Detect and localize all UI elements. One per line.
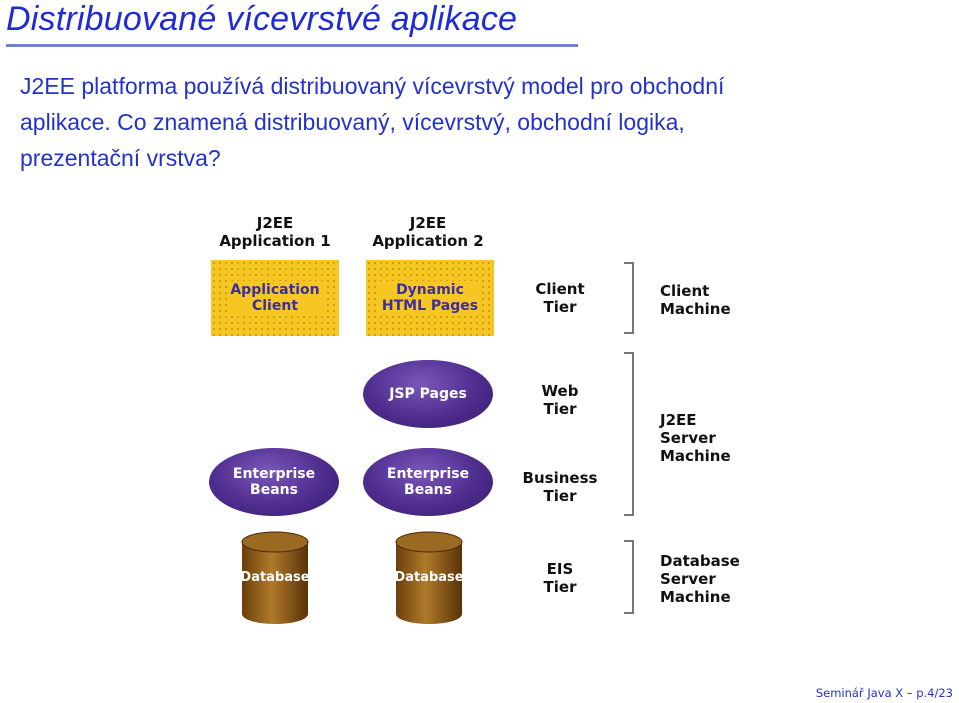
dynamic-html-pages-box: Dynamic HTML Pages	[366, 260, 494, 336]
machine-label-line: Machine	[660, 588, 731, 606]
client-machine-bracket	[624, 262, 634, 334]
tier-label-line: Tier	[543, 578, 577, 596]
machine-label-line: Client	[660, 282, 710, 300]
tier-label-line: Tier	[543, 298, 577, 316]
machine-label-line: Database	[660, 552, 740, 570]
eis-tier-label: EIS Tier	[520, 560, 600, 596]
application-1-heading: J2EE Application 1	[211, 214, 339, 250]
oval-label: Enterprise Beans	[387, 466, 469, 498]
application-heading-line: J2EE	[409, 214, 447, 232]
jsp-pages-oval: JSP Pages	[363, 360, 493, 428]
database-cylinder-2: Database	[394, 530, 464, 626]
machine-label-line: Server	[660, 570, 716, 588]
application-client-box: Application Client	[211, 260, 339, 336]
database-label: Database	[240, 570, 310, 585]
enterprise-beans-oval-1: Enterprise Beans	[209, 448, 339, 516]
database-label: Database	[394, 570, 464, 585]
database-icon	[241, 531, 309, 624]
box-label-line: Application	[230, 282, 320, 298]
slide-footer: Seminář Java X – p.4/23	[816, 686, 953, 700]
title-underline	[6, 44, 578, 47]
slide-title: Distribuované vícevrstvé aplikace	[6, 0, 518, 38]
box-label: Dynamic HTML Pages	[378, 281, 482, 315]
oval-label-line: Enterprise	[386, 466, 470, 482]
web-tier-label: Web Tier	[520, 382, 600, 418]
machine-label-line: Server	[660, 429, 716, 447]
box-label: Application Client	[227, 281, 323, 315]
database-icon	[395, 531, 463, 624]
oval-label-line: Beans	[250, 482, 298, 498]
box-label-line: Dynamic	[396, 282, 464, 298]
tier-label-line: EIS	[546, 560, 574, 578]
oval-label-line: Beans	[404, 482, 452, 498]
database-machine-bracket	[624, 540, 634, 614]
body-line: aplikace. Co znamená distribuovaný, více…	[20, 109, 685, 135]
slide-body: J2EE platforma používá distribuovaný víc…	[20, 68, 920, 176]
enterprise-beans-oval-2: Enterprise Beans	[363, 448, 493, 516]
body-line: prezentační vrstva?	[20, 145, 221, 171]
application-2-heading: J2EE Application 2	[364, 214, 492, 250]
tier-label-line: Business	[522, 469, 598, 487]
box-label-line: Client	[251, 298, 299, 314]
application-heading-line: Application 2	[372, 232, 484, 250]
tier-label-line: Client	[535, 280, 585, 298]
oval-label-line: Enterprise	[232, 466, 316, 482]
oval-label: Enterprise Beans	[233, 466, 315, 498]
machine-label-line: J2EE	[660, 411, 697, 429]
j2ee-server-machine-label: J2EE Server Machine	[660, 411, 731, 465]
oval-label: JSP Pages	[389, 386, 467, 402]
tier-label-line: Tier	[543, 400, 577, 418]
server-machine-bracket	[624, 352, 634, 516]
tier-label-line: Web	[541, 382, 579, 400]
box-label-line: HTML Pages	[381, 298, 479, 314]
application-heading-line: J2EE	[256, 214, 294, 232]
machine-label-line: Machine	[660, 447, 731, 465]
footer-text: Seminář Java X – p.4/23	[815, 686, 953, 700]
tier-label-line: Tier	[543, 487, 577, 505]
database-cylinder-1: Database	[240, 530, 310, 626]
body-line: J2EE platforma používá distribuovaný víc…	[20, 73, 725, 99]
database-server-machine-label: Database Server Machine	[660, 552, 740, 606]
business-tier-label: Business Tier	[514, 469, 606, 505]
client-machine-label: Client Machine	[660, 282, 731, 318]
client-tier-label: Client Tier	[520, 280, 600, 316]
machine-label-line: Machine	[660, 300, 731, 318]
application-heading-line: Application 1	[219, 232, 331, 250]
